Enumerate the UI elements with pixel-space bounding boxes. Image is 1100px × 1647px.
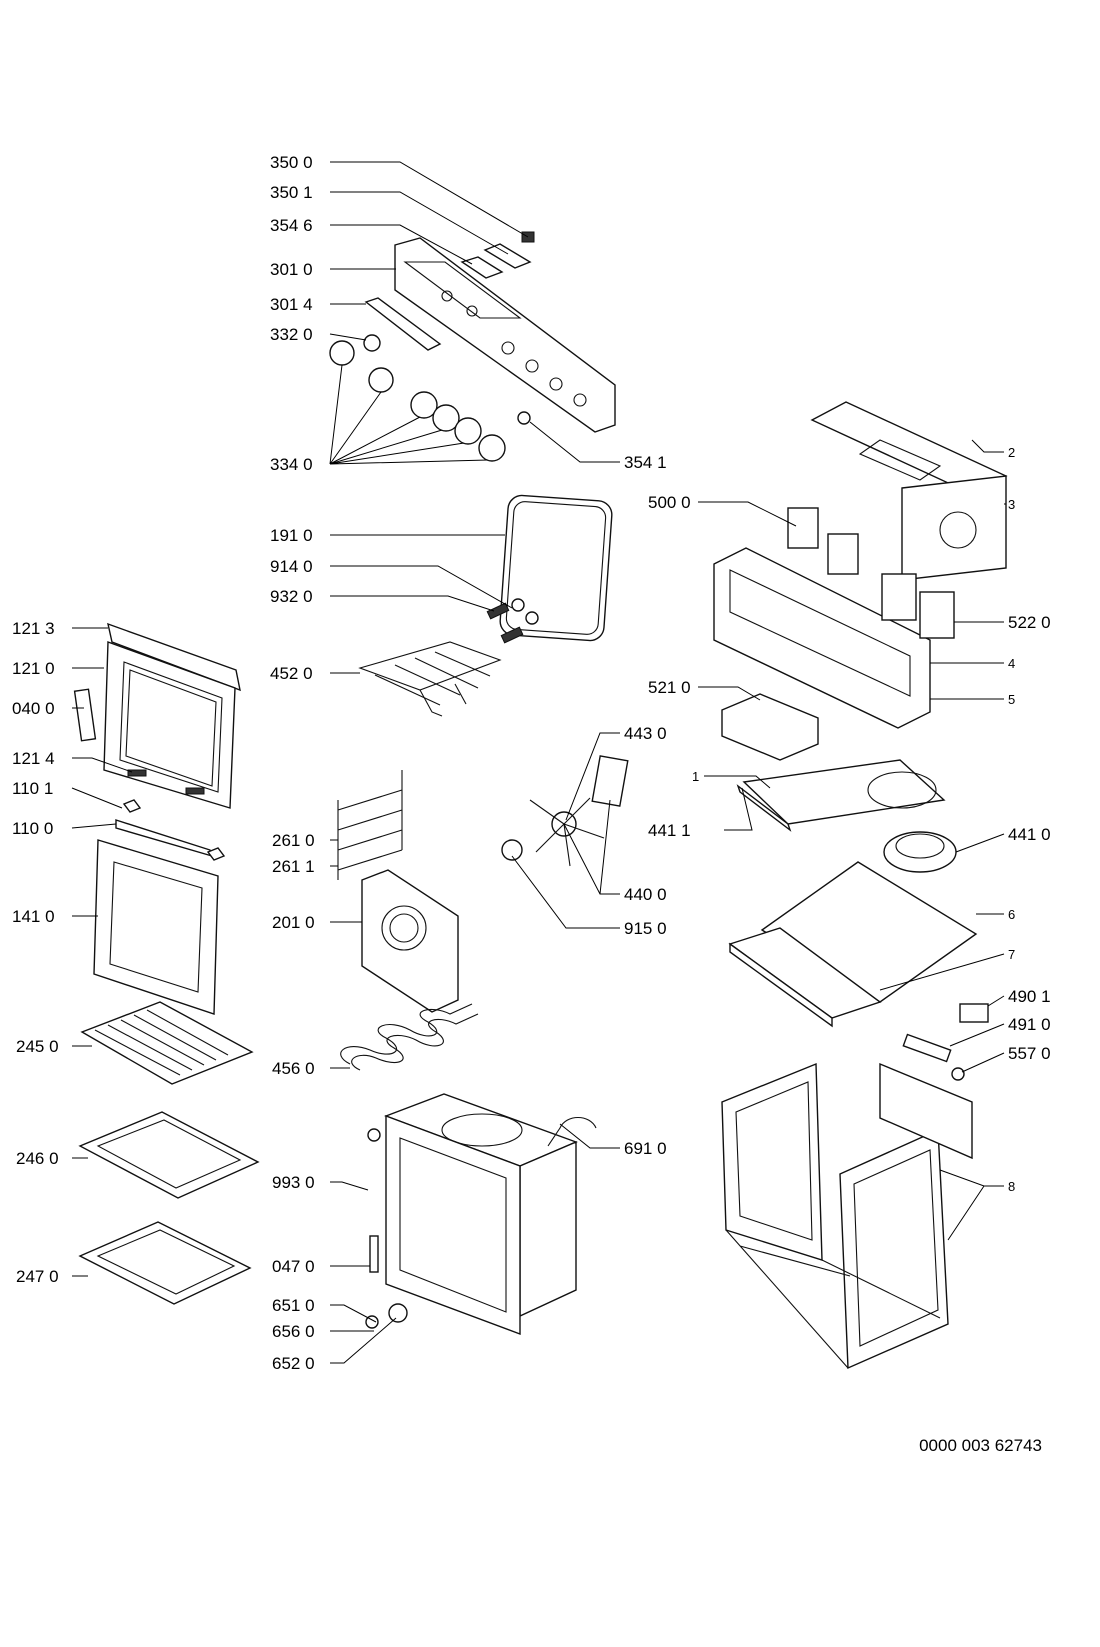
callout-491-0: 491 0: [1008, 1015, 1051, 1034]
callout-141-0: 141 0: [12, 907, 55, 926]
baking-tray-icon: [78, 1001, 260, 1305]
callout-121-0: 121 0: [12, 659, 55, 678]
callout-452-0: 452 0: [270, 664, 313, 683]
callout-656-0: 656 0: [272, 1322, 315, 1341]
callout-993-0: 993 0: [272, 1173, 315, 1192]
callout-3: 3: [1008, 497, 1015, 512]
callout-915-0: 915 0: [624, 919, 667, 938]
callout-7: 7: [1008, 947, 1015, 962]
callout-245-0: 245 0: [16, 1037, 59, 1056]
callout-2: 2: [1008, 445, 1015, 460]
shelf-support-icon: [337, 770, 403, 880]
callout-261-1: 261 1: [272, 857, 315, 876]
callout-201-0: 201 0: [272, 913, 315, 932]
callout-047-0: 047 0: [272, 1257, 315, 1276]
callout-522-0: 522 0: [1008, 613, 1051, 632]
callout-652-0: 652 0: [272, 1354, 315, 1373]
outer-housing-icon: [713, 401, 1008, 1370]
fan-motor-icon: [501, 755, 629, 867]
callout-121-4: 121 4: [12, 749, 55, 768]
control-panel-icon: [329, 231, 616, 462]
callout-557-0: 557 0: [1008, 1044, 1051, 1063]
callout-354-6: 354 6: [270, 216, 313, 235]
callout-4: 4: [1008, 656, 1015, 671]
oven-door-icon: [73, 622, 241, 1015]
callout-521-0: 521 0: [648, 678, 691, 697]
callout-8: 8: [1008, 1179, 1015, 1194]
callout-334-0: 334 0: [270, 455, 313, 474]
callout-110-1: 110 1: [12, 779, 53, 798]
callout-443-0: 443 0: [624, 724, 667, 743]
callout-500-0: 500 0: [648, 493, 691, 512]
callout-121-3: 121 3: [12, 619, 55, 638]
door-seal-icon: [499, 494, 613, 642]
callout-301-0: 301 0: [270, 260, 313, 279]
document-number: 0000 003 62743: [919, 1436, 1042, 1455]
callout-914-0: 914 0: [270, 557, 313, 576]
oven-cavity-icon: [365, 1093, 597, 1336]
lower-element-icon: [340, 1003, 479, 1071]
callout-261-0: 261 0: [272, 831, 315, 850]
callout-247-0: 247 0: [16, 1267, 59, 1286]
callout-456-0: 456 0: [272, 1059, 315, 1078]
grill-element-icon: [358, 598, 539, 717]
callout-354-1: 354 1: [624, 453, 667, 472]
callout-labels: 350 0 350 1 354 6 301 0 301 4 332 0 334 …: [12, 153, 1051, 1373]
callout-332-0: 332 0: [270, 325, 313, 344]
callout-440-0: 440 0: [624, 885, 667, 904]
fan-cover-icon: [361, 869, 459, 1013]
callout-490-1: 490 1: [1008, 987, 1051, 1006]
callout-191-0: 191 0: [270, 526, 313, 545]
callout-651-0: 651 0: [272, 1296, 315, 1315]
callout-6: 6: [1008, 907, 1015, 922]
callout-441-1: 441 1: [648, 821, 691, 840]
callout-5: 5: [1008, 692, 1015, 707]
callout-301-4: 301 4: [270, 295, 313, 314]
callout-932-0: 932 0: [270, 587, 313, 606]
callout-246-0: 246 0: [16, 1149, 59, 1168]
callout-441-0: 441 0: [1008, 825, 1051, 844]
callout-110-0: 110 0: [12, 819, 53, 838]
callout-691-0: 691 0: [624, 1139, 667, 1158]
callout-350-0: 350 0: [270, 153, 313, 172]
leader-lines: [71, 161, 1006, 1364]
callout-350-1: 350 1: [270, 183, 313, 202]
callout-040-0: 040 0: [12, 699, 55, 718]
callout-1: 1: [692, 769, 699, 784]
